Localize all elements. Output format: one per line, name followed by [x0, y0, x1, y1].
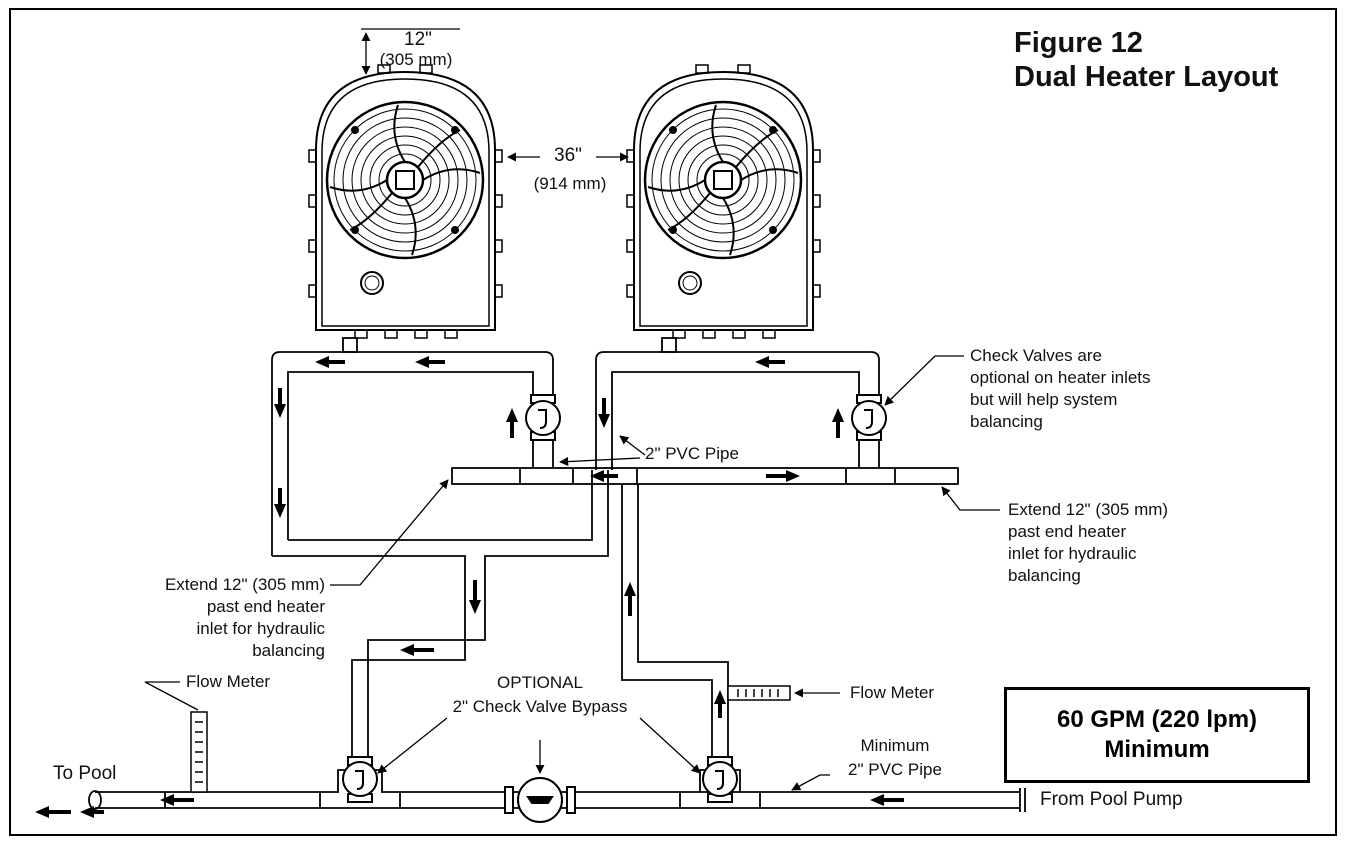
pvc-pipe-label: 2" PVC Pipe — [645, 444, 739, 463]
figure-number: Figure 12 — [1014, 27, 1143, 59]
flow-meters — [190, 685, 791, 793]
heater1-inlet-valve — [525, 394, 561, 441]
piping — [88, 337, 1026, 812]
flow-requirement-value: 60 GPM (220 lpm) — [1056, 706, 1258, 733]
flow-requirement-qualifier: Minimum — [1104, 736, 1210, 763]
bypass-right-valve — [702, 756, 738, 803]
heater-right — [626, 64, 821, 339]
heater-spacing-label: 36" — [554, 145, 582, 166]
leader-lines — [144, 28, 1000, 791]
flow-meter-left — [190, 711, 208, 793]
flow-meter-right-label: Flow Meter — [850, 683, 935, 702]
from-pool-pump-label: From Pool Pump — [1040, 789, 1183, 810]
heater-spacing-mm: (914 mm) — [533, 174, 607, 193]
flow-arrows — [35, 356, 904, 818]
figure-title: Dual Heater Layout — [1014, 61, 1279, 93]
check-valves — [342, 394, 887, 823]
heater-left — [308, 64, 503, 339]
flow-meter-right — [727, 685, 791, 701]
optional-bypass-valve — [504, 777, 576, 823]
flow-requirement-box: 60 GPM (220 lpm) Minimum — [1004, 687, 1310, 783]
top-clearance-label: 12" — [404, 29, 432, 50]
top-clearance-mm: (305 mm) — [379, 50, 453, 69]
heater2-inlet-valve — [851, 394, 887, 441]
bypass-left-valve — [342, 756, 378, 803]
figure-frame — [9, 8, 1337, 836]
to-pool-label: To Pool — [53, 763, 117, 784]
flow-meter-left-label: Flow Meter — [186, 672, 271, 691]
